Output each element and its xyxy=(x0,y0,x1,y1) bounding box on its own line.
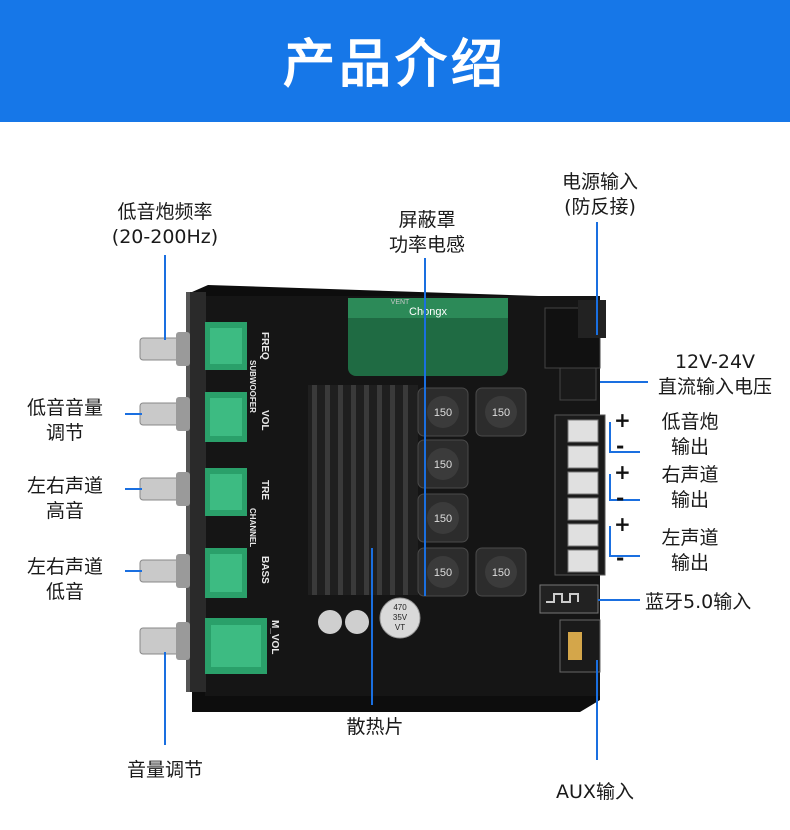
label-line: 左声道 xyxy=(661,527,719,549)
knob-treble xyxy=(139,468,247,516)
label-sub-out: 低音炮 输出 xyxy=(645,410,735,460)
heatsink xyxy=(308,385,418,595)
inductor-label: 150 xyxy=(434,513,452,525)
label-line: 低音炮频率 xyxy=(117,201,213,223)
label-line: 输出 xyxy=(670,489,709,511)
page-title: 产品介绍 xyxy=(282,35,507,95)
label-line: 12V-24V xyxy=(674,351,756,373)
label-line: 输出 xyxy=(670,436,709,458)
label-dc-voltage: 12V-24V 直流输入电压 xyxy=(650,350,780,400)
silk-vol: VOL xyxy=(259,410,270,431)
inductor-label: 150 xyxy=(434,459,452,471)
label-power-in: 电源输入 (防反接) xyxy=(545,170,655,220)
label-line: 左右声道 xyxy=(26,475,103,497)
header-banner: 产品介绍 xyxy=(0,0,790,122)
label-line: 低音 xyxy=(45,581,84,603)
label-heatsink: 散热片 xyxy=(346,716,404,738)
label-sub-vol: 低音音量 调节 xyxy=(10,396,120,446)
label-line: 调节 xyxy=(45,422,84,444)
label-line: 右声道 xyxy=(661,464,719,486)
label-line: 低音音量 xyxy=(26,397,103,419)
silk-mvol: M_VOL xyxy=(269,620,280,654)
silk-tre: TRE xyxy=(259,480,270,500)
cap-small-value: 470 xyxy=(393,603,407,612)
knob-sub-vol xyxy=(139,392,247,442)
polarity-mark: + xyxy=(614,512,631,536)
cap-small-series: VT xyxy=(395,623,405,632)
label-treble: 左右声道 高音 xyxy=(10,474,120,524)
knob-sub-freq xyxy=(139,322,247,370)
polarity-mark: - xyxy=(616,546,625,570)
silk-freq: FREQ xyxy=(259,332,270,360)
inductor-label: 150 xyxy=(434,407,452,419)
label-shield-inductor: 屏蔽罩 功率电感 xyxy=(372,208,482,258)
label-right-out: 右声道 输出 xyxy=(645,463,735,513)
polarity-mark: - xyxy=(616,434,625,458)
label-master-vol: 音量调节 xyxy=(126,759,203,781)
main-capacitor: Chongx VENT xyxy=(348,298,508,376)
aux-jack xyxy=(559,619,601,673)
label-line: 左右声道 xyxy=(26,556,103,578)
label-line: 电源输入 xyxy=(561,171,638,193)
silk-channel: CHANNEL xyxy=(248,508,257,547)
label-sub-freq: 低音炮频率 (20-200Hz) xyxy=(105,200,225,250)
callout-lines xyxy=(125,222,648,760)
inductor-label: 150 xyxy=(492,407,510,419)
inductor-label: 150 xyxy=(434,567,452,579)
label-line: 直流输入电压 xyxy=(657,376,772,398)
power-jack xyxy=(544,300,606,401)
label-line: 输出 xyxy=(670,552,709,574)
label-left-out: 左声道 输出 xyxy=(645,526,735,576)
cap-brand: Chongx xyxy=(409,306,447,318)
small-capacitors: 470 35V VT xyxy=(318,597,421,639)
speaker-terminal-block xyxy=(554,414,606,576)
polarity-mark: + xyxy=(614,460,631,484)
label-line: (20-200Hz) xyxy=(111,226,219,248)
polarity-mark: - xyxy=(616,486,625,510)
cap-small-voltage: 35V xyxy=(393,613,408,622)
cap-vent: VENT xyxy=(391,299,410,306)
label-line: 屏蔽罩 xyxy=(398,209,456,231)
label-line: 高音 xyxy=(45,500,84,522)
knob-bass xyxy=(139,548,247,598)
inductor-group: 150 150 150 150 150 150 xyxy=(417,387,527,597)
front-panel xyxy=(188,292,206,692)
label-line: 低音炮 xyxy=(661,411,719,433)
silk-bass: BASS xyxy=(259,556,270,584)
inductor-label: 150 xyxy=(492,567,510,579)
label-line: 功率电感 xyxy=(388,234,465,256)
knob-master-vol xyxy=(139,618,267,674)
label-aux: AUX输入 xyxy=(556,781,634,803)
label-line: (防反接) xyxy=(564,196,636,218)
label-bass: 左右声道 低音 xyxy=(10,555,120,605)
polarity-mark: + xyxy=(614,408,631,432)
silk-subwoofer: SUBWOOFER xyxy=(248,360,257,413)
bluetooth-module xyxy=(539,584,599,614)
label-bluetooth: 蓝牙5.0输入 xyxy=(645,591,752,613)
